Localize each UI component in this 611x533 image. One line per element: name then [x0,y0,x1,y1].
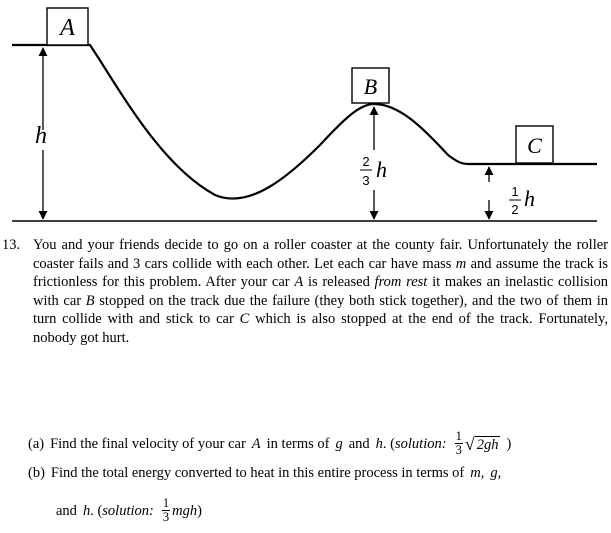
part-a-solution-label: solution: [395,435,447,452]
part-b-label: (b) [28,465,45,481]
height-h-label: h [35,123,47,149]
problem-text: You and your friends decide to go on a r… [33,237,608,346]
car-a-box [46,7,89,46]
frac-half-den: 2 [511,202,518,217]
part-a-solution-sqrt: √2gh [464,433,501,454]
car-a-label: A [58,15,75,41]
frac-two-thirds-den: 3 [362,173,369,188]
part-b-solution-fraction: 1 3 [161,496,171,524]
coaster-track [12,43,597,200]
car-c-box [515,125,554,164]
frac-two-thirds-num: 2 [362,154,369,169]
part-b-line-2: and h . ( solution: 1 3 mgh ) [56,496,202,524]
problem-statement: 13. You and your friends decide to go on… [0,236,611,348]
part-b-solution-label: solution: [102,502,154,519]
part-a-label: (a) [28,435,45,452]
part-b: (b) Find the total energy converted to h… [28,465,502,481]
frac-half-var: h [524,186,535,211]
car-c-label: C [527,133,542,158]
car-b-box [351,67,390,104]
frac-two-thirds-var: h [376,157,387,182]
part-a: (a) Find the final velocity of your car … [28,429,512,457]
problem-number: 13. [2,237,21,253]
frac-half-num: 1 [511,184,518,199]
part-a-solution-fraction: 1 3 [454,429,463,457]
roller-coaster-diagram: A B C h 2 3 h 1 2 h [12,7,597,222]
car-b-label: B [364,74,377,99]
